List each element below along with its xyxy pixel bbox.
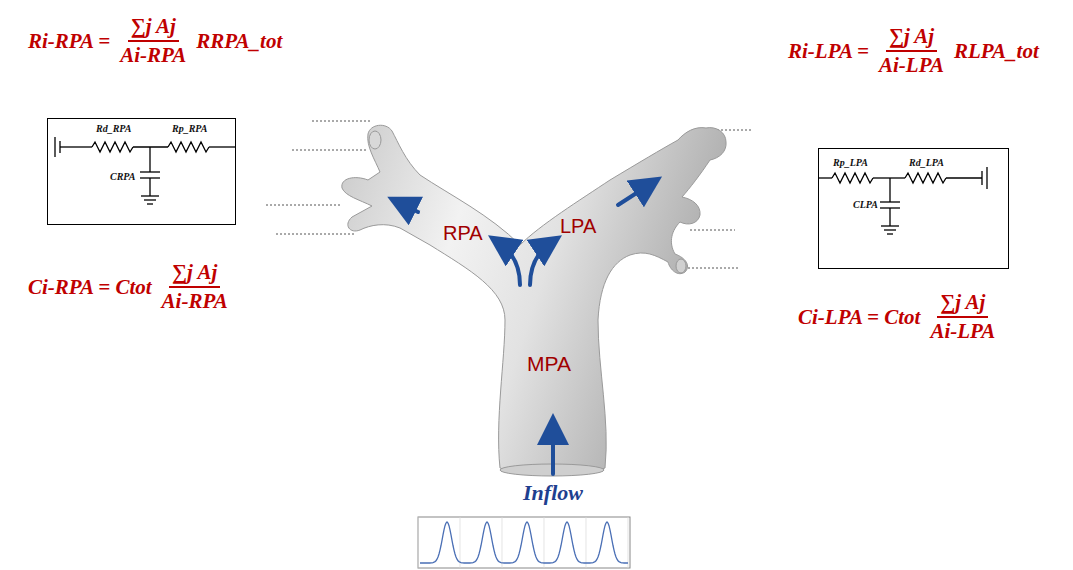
formula-term: Ai-LPA [876,52,947,78]
vessel-label: MPA [527,352,571,376]
component-label: Rd_RPA [96,123,131,134]
vessel-label: LPA [560,215,596,238]
rc-circuit [818,167,987,234]
component-label: CLPA [853,199,878,210]
formula-term: ∑j Aj [886,24,937,52]
inflow-label: Inflow [523,480,583,506]
formula: Ci-RPA = Ctot ∑j AjAi-RPA [28,260,231,314]
formula-term: ∑j Aj [169,260,220,288]
formula-term: RRPA_tot [196,29,282,54]
artery-model [342,125,726,474]
component-label: Rd_LPA [909,157,944,168]
rc-circuit [55,137,235,204]
vessel-outlet [369,131,381,149]
component-label: CRPA [110,171,135,182]
vessel-label: RPA [443,222,483,245]
component-label: Rp_LPA [833,157,868,168]
formula-term: Ci-RPA = Ctot [28,275,152,300]
formula-term: Ai-RPA [159,288,231,314]
formula-term: ∑j Aj [937,290,988,318]
formula: Ri-RPA = ∑j AjAi-RPA RRPA_tot [28,14,282,68]
fraction: ∑j AjAi-LPA [876,24,947,78]
circuit-box: Rp_LPA Rd_LPA CLPA [818,148,1009,269]
component-label: Rp_RPA [172,123,207,134]
fraction: ∑j AjAi-LPA [927,290,998,344]
flow-arrow [398,183,652,474]
vessel-outlet [676,259,686,273]
formula: Ci-LPA = Ctot ∑j AjAi-LPA [798,290,998,344]
formula-term: Ri-RPA = [28,29,110,54]
formula: Ri-LPA = ∑j AjAi-LPA RLPA_tot [788,24,1039,78]
formula-term: Ri-LPA = [788,39,869,64]
inflow-waveform [420,522,628,563]
waveform-panel [418,517,630,568]
fraction: ∑j AjAi-RPA [117,14,189,68]
formula-term: RLPA_tot [954,39,1039,64]
fraction: ∑j AjAi-RPA [159,260,231,314]
formula-term: Ai-LPA [927,318,998,344]
formula-term: ∑j Aj [128,14,179,42]
formula-term: Ci-LPA = Ctot [798,305,920,330]
waveform-grid [418,517,628,568]
circuit-box: Rd_RPA Rp_RPA CRPA [47,118,236,225]
formula-term: Ai-RPA [117,42,189,68]
